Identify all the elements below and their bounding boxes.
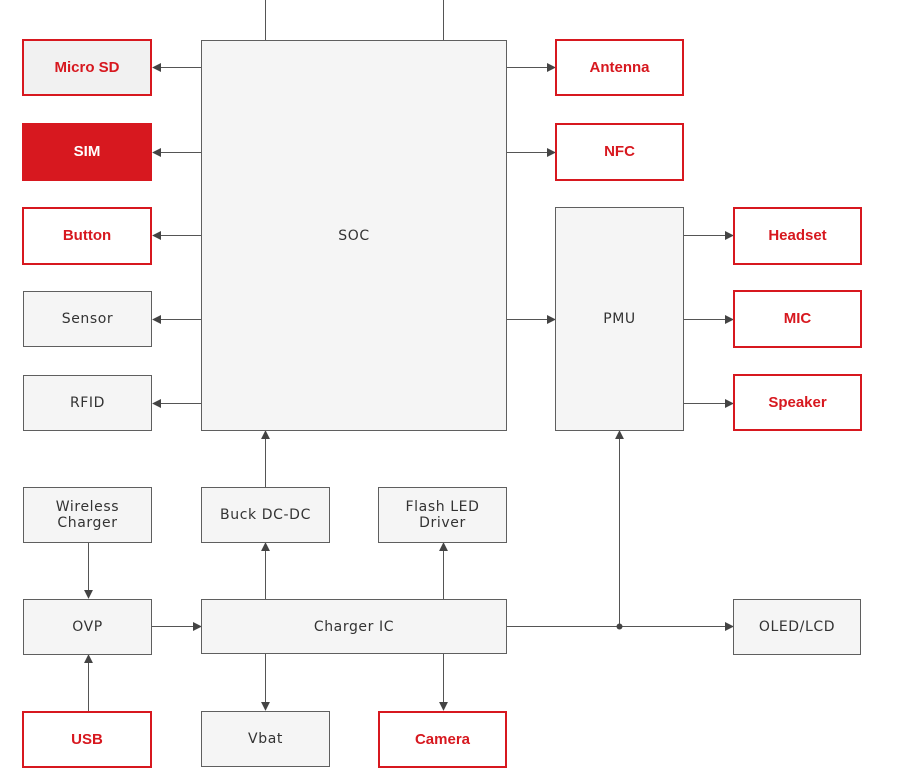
block-button: Button [22, 207, 152, 265]
block-nfc: NFC [555, 123, 684, 181]
block-oled-lcd: OLED/LCD [733, 599, 861, 655]
junction-dot [616, 623, 623, 630]
block-pmu: PMU [555, 207, 684, 431]
block-soc: SOC [201, 40, 507, 431]
block-sensor: Sensor [23, 291, 152, 347]
block-flash-led-driver: Flash LED Driver [378, 487, 507, 543]
block-buck-dcdc: Buck DC-DC [201, 487, 330, 543]
block-camera: Camera [378, 711, 507, 768]
block-ovp: OVP [23, 599, 152, 655]
block-usb: USB [22, 711, 152, 768]
block-vbat: Vbat [201, 711, 330, 767]
block-rfid: RFID [23, 375, 152, 431]
block-sim: SIM [22, 123, 152, 181]
block-antenna: Antenna [555, 39, 684, 96]
block-headset: Headset [733, 207, 862, 265]
block-wireless-charger: Wireless Charger [23, 487, 152, 543]
block-speaker: Speaker [733, 374, 862, 431]
block-micro-sd: Micro SD [22, 39, 152, 96]
block-charger-ic: Charger IC [201, 599, 507, 654]
block-mic: MIC [733, 290, 862, 348]
